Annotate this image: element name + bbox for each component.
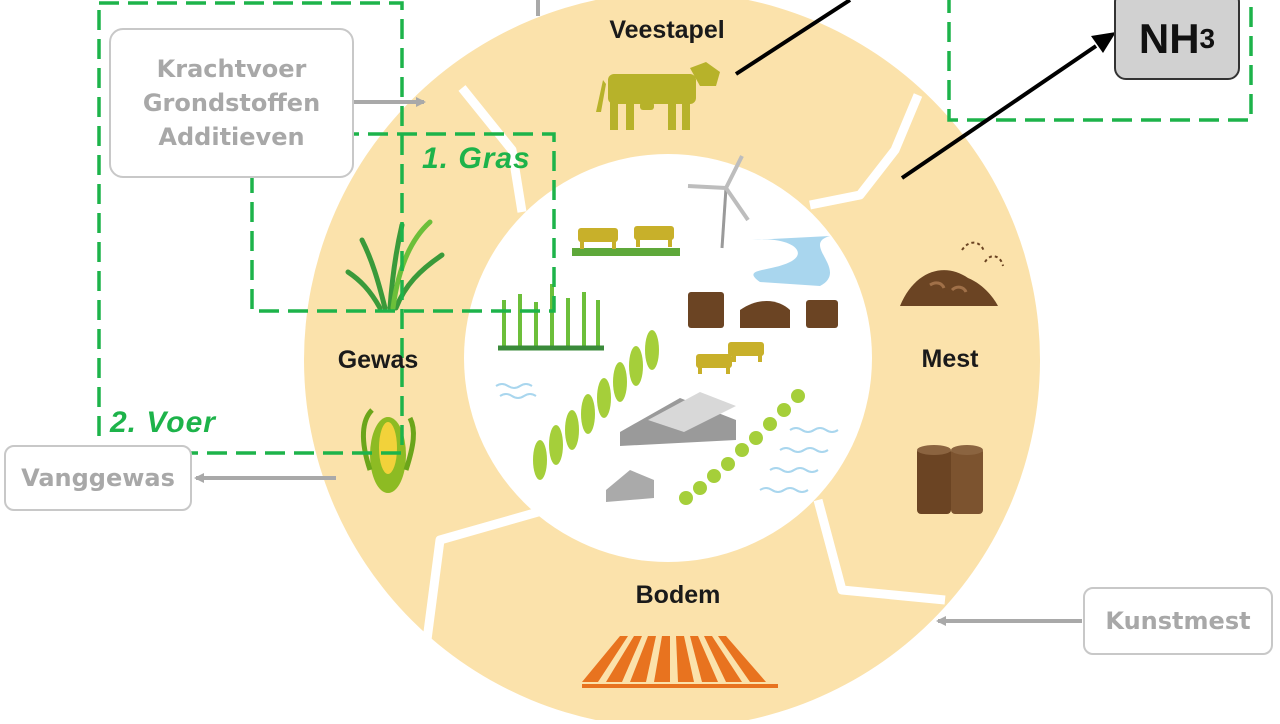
inputs-box: Krachtvoer Grondstoffen Additieven <box>109 28 354 178</box>
emission-arrows <box>734 0 1116 180</box>
manure-pile-icon <box>900 241 1004 306</box>
catch-crop-box: Vanggewas <box>4 445 192 511</box>
catch-crop-label: Vanggewas <box>21 464 175 492</box>
water-ripples <box>495 383 839 493</box>
ring-separators <box>420 85 946 656</box>
zone-label-feed: 2. Voer <box>110 406 216 439</box>
cows-group <box>696 342 764 374</box>
zone-grass-border <box>250 132 556 313</box>
cows-on-pasture <box>572 226 680 256</box>
inputs-line-2: Grondstoffen <box>142 89 321 117</box>
trees-icon <box>533 330 659 480</box>
segment-label-manure: Mest <box>921 345 979 373</box>
emission-main-label: NH <box>1138 15 1200 62</box>
flow-arrows <box>194 0 1082 626</box>
center-disc <box>464 154 872 562</box>
crops <box>498 284 604 351</box>
zone-emission-border <box>947 0 1253 122</box>
inputs-line-3: Additieven <box>158 123 305 151</box>
zone-label-grass: 1. Gras <box>422 142 531 175</box>
manure-silo-icon <box>917 445 983 514</box>
cow-icon <box>596 62 720 130</box>
zone-feed-border <box>97 1 404 455</box>
corn-icon <box>360 408 416 493</box>
wind-turbine-icon <box>687 155 750 249</box>
segment-label-livestock: Veestapel <box>609 16 725 44</box>
water-icon <box>752 236 830 286</box>
inputs-line-1: Krachtvoer <box>156 55 307 83</box>
barn-icon <box>606 392 736 502</box>
emission-subscript: 3 <box>1199 23 1216 54</box>
zone-borders <box>97 0 1253 455</box>
plowed-field-icon <box>582 636 778 688</box>
livestock-emission-arrow <box>734 0 852 76</box>
fertilizer-label: Kunstmest <box>1105 607 1251 635</box>
manure-emission-arrowhead <box>1091 32 1116 53</box>
segment-label-crop: Gewas <box>337 346 419 374</box>
grass-icon <box>345 219 445 311</box>
fertilizer-box: Kunstmest <box>1083 587 1273 655</box>
segment-label-soil: Bodem <box>635 581 721 609</box>
center-illustration <box>495 155 839 505</box>
hedge-row <box>679 389 805 505</box>
manure-emission-arrow <box>900 44 1098 180</box>
silos <box>688 292 838 328</box>
